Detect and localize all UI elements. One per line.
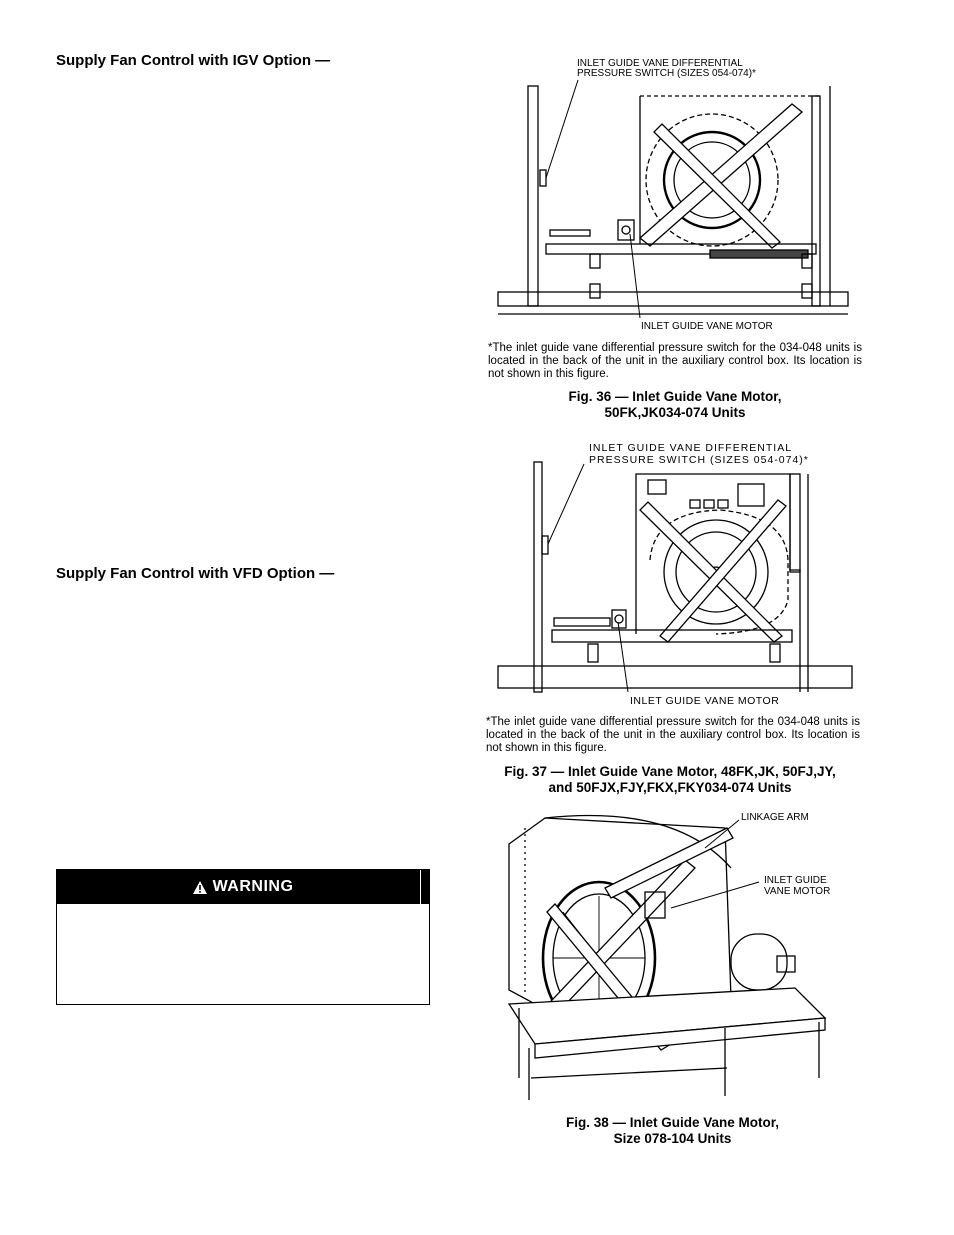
fig37-switch-label-line2: PRESSURE SWITCH (SIZES 054-074)*: [589, 454, 809, 466]
section-heading-vfd: Supply Fan Control with VFD Option —: [56, 565, 335, 582]
fig38-caption-line2: Size 078-104 Units: [613, 1131, 732, 1146]
fig36-motor-label: INLET GUIDE VANE MOTOR: [641, 321, 773, 332]
section-heading-igv: Supply Fan Control with IGV Option —: [56, 52, 331, 69]
fig37-drawing: [490, 440, 860, 695]
warning-triangle-icon: [192, 880, 207, 894]
fig37-caption: Fig. 37 — Inlet Guide Vane Motor, 48FK,J…: [470, 764, 870, 796]
fig37-switch-label-line1: INLET GUIDE VANE DIFFERENTIAL: [589, 442, 793, 454]
warning-label: WARNING: [212, 878, 294, 895]
fig38-caption-line1: Fig. 38 — Inlet Guide Vane Motor,: [565, 1115, 780, 1130]
fig36-note: *The inlet guide vane differential press…: [488, 342, 862, 380]
warning-header: WARNING: [57, 870, 429, 904]
fig36-caption: Fig. 36 — Inlet Guide Vane Motor, 50FK,J…: [490, 389, 860, 421]
fig38-linkage-label: LINKAGE ARM: [741, 812, 809, 823]
fig38-motor-label-line2: VANE MOTOR: [764, 886, 831, 897]
fig37-caption-line1: Fig. 37 — Inlet Guide Vane Motor, 48FK,J…: [504, 764, 836, 779]
fig38-caption: Fig. 38 — Inlet Guide Vane Motor, Size 0…: [490, 1115, 855, 1147]
fig36-caption-line1: Fig. 36 — Inlet Guide Vane Motor,: [568, 389, 782, 404]
fig36-switch-label-line1: INLET GUIDE VANE DIFFERENTIAL: [577, 58, 743, 69]
fig36-caption-line2: 50FK,JK034-074 Units: [604, 405, 746, 420]
fig37-motor-label: INLET GUIDE VANE MOTOR: [630, 695, 780, 707]
fig37-note: *The inlet guide vane differential press…: [486, 716, 860, 754]
fig38-motor-label-line1: INLET GUIDE: [764, 875, 827, 886]
fig37-caption-line2: and 50FJX,FJY,FKX,FKY034-074 Units: [548, 780, 792, 795]
fig38-drawing: [495, 808, 855, 1108]
warning-box: WARNING: [56, 869, 430, 1005]
fig36-drawing: [490, 52, 860, 342]
fig36-switch-label-line2: PRESSURE SWITCH (SIZES 054-074)*: [577, 68, 756, 79]
